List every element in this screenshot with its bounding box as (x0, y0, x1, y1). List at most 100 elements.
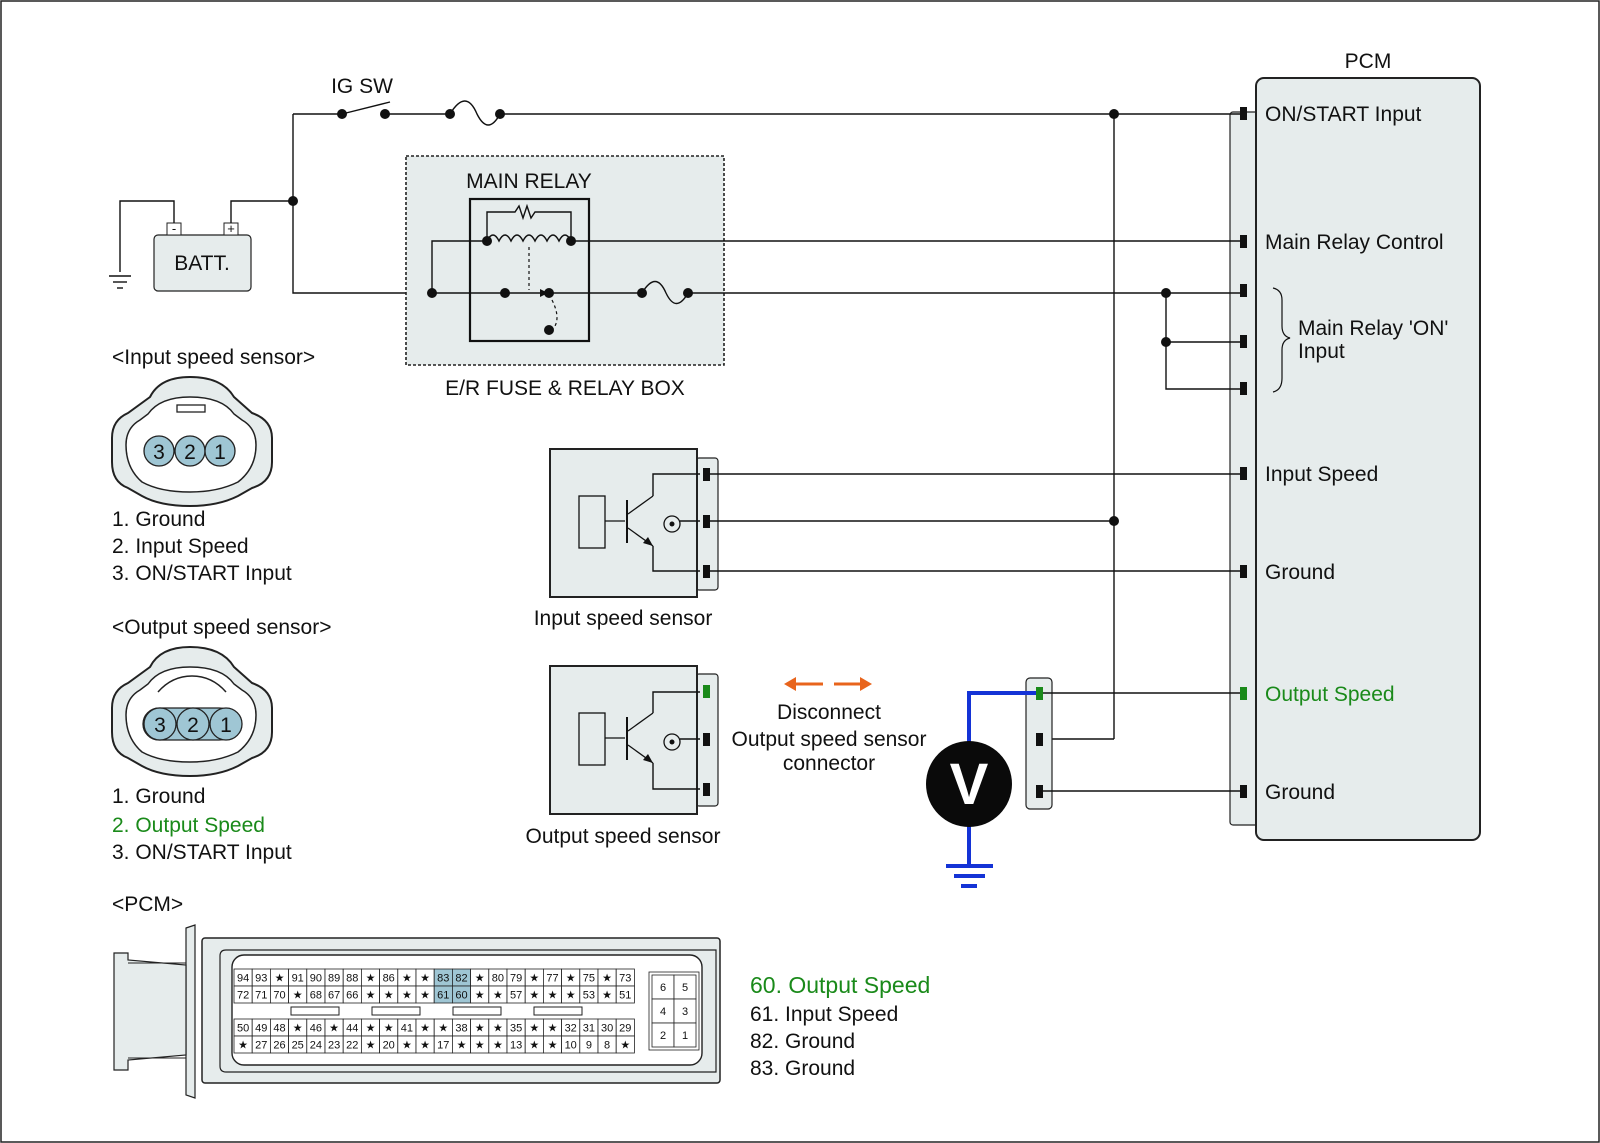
pcm-pin-label: 57 (510, 990, 522, 1002)
pcm-pin-label: 10 (565, 1040, 577, 1052)
pcm-pin-label: ★ (402, 1040, 412, 1052)
input-connector-title: <Input speed sensor> (112, 346, 315, 369)
pcm-pin-label: ★ (566, 973, 576, 985)
pcm-pin-label: ★ (493, 1023, 503, 1035)
pcm-pin-label: 70 (273, 990, 285, 1002)
output-sensor-signal-pin (703, 685, 710, 698)
fuse-icon (449, 100, 501, 126)
output-legend-3: 3. ON/START Input (112, 841, 292, 864)
pcm-pin-label: 77 (546, 973, 558, 985)
pcm-pin-label: 50 (237, 1023, 249, 1035)
pcm-pin-cell (615, 1035, 635, 1054)
output-sensor-connector: <Output speed sensor> 3 2 1 1. Ground 2.… (111, 616, 332, 864)
pcm-pin-label: 26 (273, 1040, 285, 1052)
pcm-pin-label: 32 (565, 1023, 577, 1035)
battery-label: BATT. (174, 252, 230, 275)
pcm-pin-label: ★ (238, 1040, 248, 1052)
pcm-pin-label: 68 (310, 990, 322, 1002)
pcm-pin-label: ★ (602, 973, 612, 985)
pcm-pin-label: 29 (619, 1023, 631, 1035)
pcm-pin-label: ★ (620, 1040, 630, 1052)
pcm-pin-label: ★ (366, 973, 376, 985)
input-speed-sensor: Input speed sensor (534, 448, 1240, 630)
pcm-pin-label: 91 (292, 973, 304, 985)
input-sensor-connector: <Input speed sensor> 3 2 1 1. Ground 2. … (111, 346, 315, 585)
pcm-pin-label: 25 (292, 1040, 304, 1052)
pcm-pin-label: ★ (457, 1040, 467, 1052)
main-relay (468, 197, 591, 343)
pcm-pin-label: ★ (602, 990, 612, 1002)
pcm-pin-label: ★ (529, 1023, 539, 1035)
pcm-pin-label: ★ (384, 1023, 394, 1035)
pcm-pin-label: 60 (455, 990, 467, 1002)
pcm-pin-label: ★ (493, 990, 503, 1002)
input-pin-1: 1 (214, 441, 226, 464)
pcm-legend-4: 83. Ground (750, 1057, 855, 1080)
pcm-pin-label: ★ (475, 990, 485, 1002)
pcm-pin-label: ★ (420, 973, 430, 985)
pcm-legend-1: 60. Output Speed (750, 972, 930, 998)
pcm-pin-label: ★ (493, 1040, 503, 1052)
pcm-main-relay-control-label: Main Relay Control (1265, 231, 1444, 254)
disconnect-label-2: Output speed sensor (732, 728, 927, 751)
input-pin-3: 3 (153, 441, 165, 464)
pcm-small-pin-label: 3 (682, 1006, 688, 1018)
input-legend-2: 2. Input Speed (112, 535, 249, 558)
output-pin-2: 2 (187, 714, 199, 737)
pcm-small-pin-label: 2 (660, 1030, 666, 1042)
output-pin-3: 3 (154, 714, 166, 737)
pcm-title: PCM (1345, 50, 1392, 73)
output-connector-title: <Output speed sensor> (112, 616, 332, 639)
pcm-on-start-label: ON/START Input (1265, 103, 1422, 126)
pcm-pin-label: 80 (492, 973, 504, 985)
pcm-small-pin-label: 4 (660, 1006, 666, 1018)
relay-fuse-icon (641, 280, 689, 305)
voltmeter-icon (926, 741, 1012, 827)
pcm-pin-label: 61 (437, 990, 449, 1002)
pcm-pin-label: ★ (548, 1023, 558, 1035)
pcm-pin-label: 94 (237, 973, 249, 985)
pcm-pin-label: 20 (383, 1040, 395, 1052)
output-speed-sensor: Output speed sensor Disconnect Output sp… (526, 665, 927, 848)
pcm-pin-label: 13 (510, 1040, 522, 1052)
ig-switch-label: IG SW (331, 75, 393, 98)
pcm-pin-label: ★ (293, 1023, 303, 1035)
pcm-pin-label: ★ (366, 1040, 376, 1052)
input-pin-2: 2 (184, 441, 196, 464)
pcm-pin-label: 88 (346, 973, 358, 985)
pcm-small-pin-cell (673, 1022, 697, 1048)
pcm-input-speed-label: Input Speed (1265, 463, 1378, 486)
pcm-pin-label: ★ (475, 1040, 485, 1052)
pcm-pin-label: 82 (455, 973, 467, 985)
pcm-pin-label: 73 (619, 973, 631, 985)
pcm-pin-label: 51 (619, 990, 631, 1002)
pcm-pin-label: 90 (310, 973, 322, 985)
pcm-pin-label: 53 (583, 990, 595, 1002)
pcm-pin-label: 72 (237, 990, 249, 1002)
pcm-connector-title: <PCM> (112, 893, 183, 916)
pcm-pin-label: 8 (604, 1040, 610, 1052)
pcm-pin-label: ★ (475, 973, 485, 985)
pcm-pin-label: 38 (455, 1023, 467, 1035)
pcm-ground-label-1: Ground (1265, 561, 1335, 584)
output-sensor-caption: Output speed sensor (526, 825, 721, 848)
input-sensor-caption: Input speed sensor (534, 607, 713, 630)
pcm-small-pin-label: 1 (682, 1030, 688, 1042)
pcm-pin-label: 41 (401, 1023, 413, 1035)
pcm-pin-label: 27 (255, 1040, 267, 1052)
pcm-pin-label: ★ (384, 990, 394, 1002)
disconnect-left-arrow-icon (784, 677, 796, 691)
pcm-pin-cell (615, 985, 635, 1004)
ig-switch-icon (341, 101, 391, 115)
pcm-pin-label: 66 (346, 990, 358, 1002)
pcm-pin-label: ★ (402, 990, 412, 1002)
pcm-pin-label: ★ (366, 990, 376, 1002)
pcm-pin-label: 30 (601, 1023, 613, 1035)
pcm-small-pin-label: 6 (660, 982, 666, 994)
pcm-pin-label: 71 (255, 990, 267, 1002)
